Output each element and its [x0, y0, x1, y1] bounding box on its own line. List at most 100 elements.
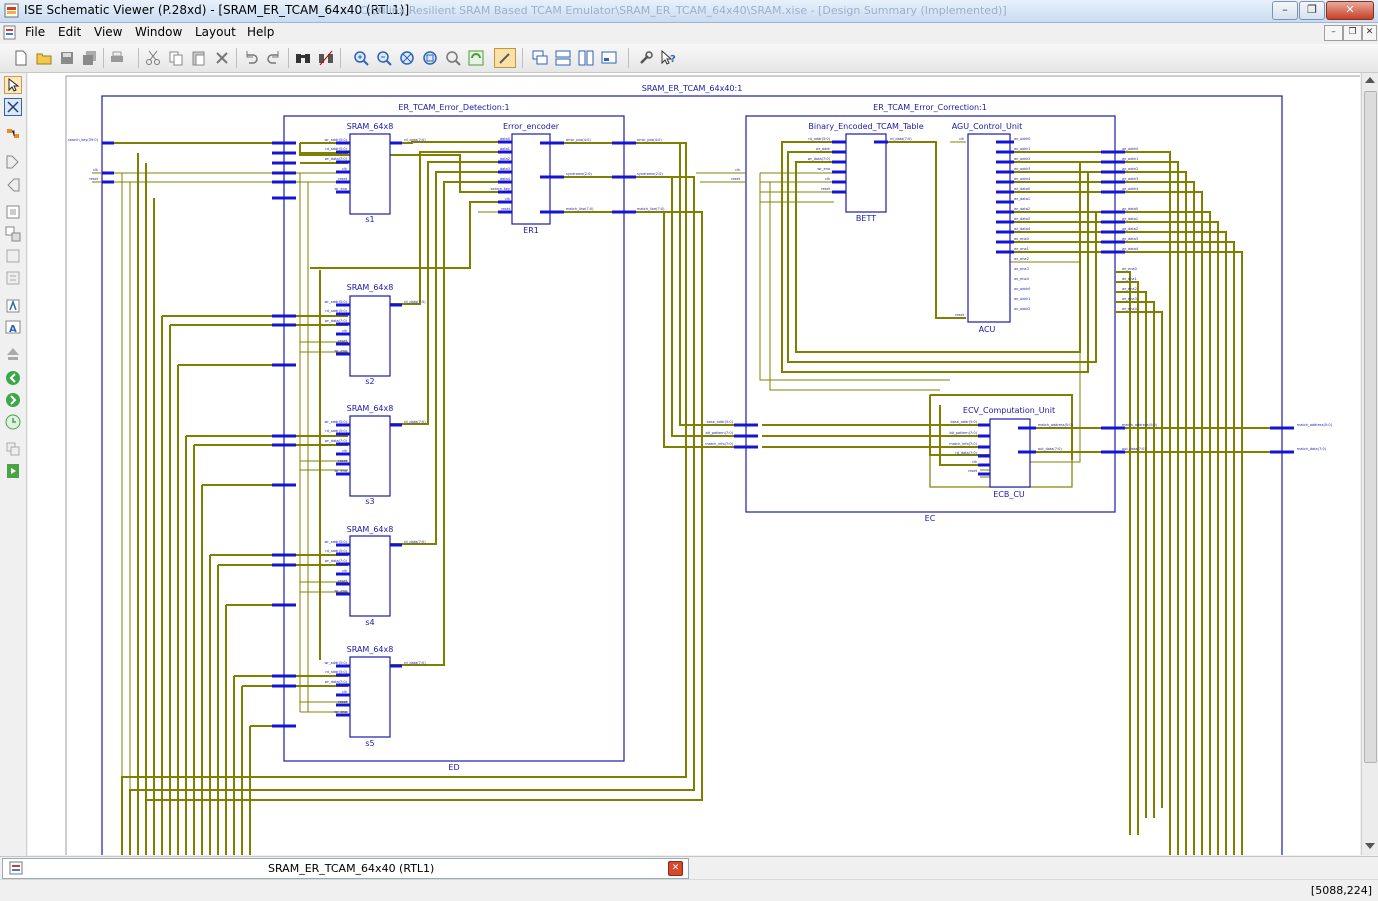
- encoder-output-pin-label: syndrome(2:0): [566, 172, 592, 176]
- tab-schematic[interactable]: SRAM_ER_TCAM_64x40 (RTL1) ✕: [2, 858, 689, 879]
- scroll-thumb[interactable]: [1364, 91, 1377, 763]
- sram-input-pin-label: reset: [338, 579, 347, 583]
- top-output-pin-label: match_address(5:0): [1297, 423, 1333, 427]
- menu-help[interactable]: Help: [247, 25, 275, 39]
- ecv-input-pin: [978, 472, 990, 476]
- ecv-input-pin-label: reset: [968, 469, 977, 473]
- expand-icon[interactable]: [4, 153, 22, 171]
- document-tab-bar: SRAM_ER_TCAM_64x40 (RTL1) ✕: [0, 856, 1378, 879]
- paste-icon[interactable]: [190, 49, 208, 67]
- redo-icon[interactable]: [265, 49, 283, 67]
- zoom-to-box-icon[interactable]: [421, 49, 439, 67]
- menu-window[interactable]: Window: [135, 25, 183, 39]
- sram-s1-type: SRAM_64x8: [347, 122, 394, 131]
- schematic-canvas[interactable]: SRAM_ER_TCAM_64x40:1 ER_TCAM_Error_Detec…: [28, 73, 1360, 855]
- top-module-boundary: [101, 95, 1283, 855]
- scroll-down-arrow[interactable]: [1365, 843, 1375, 849]
- zoom-selection-icon[interactable]: [444, 49, 462, 67]
- copy-icon[interactable]: [167, 49, 185, 67]
- symbol-icon[interactable]: [4, 247, 22, 265]
- cut-icon[interactable]: [144, 49, 162, 67]
- doc-close-button[interactable]: ✕: [1362, 25, 1377, 41]
- error-correction-instance: EC: [925, 514, 936, 523]
- history-icon[interactable]: [4, 413, 22, 431]
- pan-tool-icon[interactable]: [494, 48, 516, 68]
- ecv-input-pin-label: rd_data(7:0): [955, 451, 977, 455]
- sram-input-pin: [336, 713, 350, 717]
- doc-restore-button[interactable]: ❐: [1343, 25, 1362, 41]
- agu-output-pin: [996, 180, 1014, 184]
- zoom-in-icon[interactable]: [352, 49, 370, 67]
- delete-icon[interactable]: [213, 49, 231, 67]
- sram-s2-instance: s2: [365, 377, 374, 386]
- tile-horizontal-icon[interactable]: [554, 49, 572, 67]
- properties-wrench-icon[interactable]: [637, 49, 655, 67]
- sram-input-pin: [336, 472, 350, 476]
- doc-minimize-button[interactable]: –: [1324, 25, 1343, 41]
- up-level-icon[interactable]: [4, 345, 22, 363]
- save-icon[interactable]: [58, 49, 76, 67]
- hierarchy-icon[interactable]: [4, 269, 22, 287]
- ecv-output-pin: [1018, 450, 1036, 454]
- encoder-output-pin: [540, 175, 564, 179]
- zoom-out-icon[interactable]: [375, 49, 393, 67]
- sram-input-pin: [336, 452, 350, 456]
- close-button[interactable]: ✕: [1326, 1, 1374, 20]
- new-file-icon[interactable]: [12, 49, 30, 67]
- sram-input-pin: [336, 150, 350, 154]
- sram-s3-type: SRAM_64x8: [347, 404, 394, 413]
- ed-boundary-pin: [272, 483, 296, 487]
- ec-boundary-output-pin-label: wr_ena4: [1122, 307, 1138, 311]
- bett-input-pin-label: wr_ena: [817, 167, 830, 171]
- tile-vertical-icon[interactable]: [577, 49, 595, 67]
- context-help-icon[interactable]: ?: [659, 49, 677, 67]
- ec-boundary-output-pin-label: wr_addr0: [1122, 147, 1138, 151]
- app-icon: [4, 3, 19, 18]
- push-into-icon[interactable]: [4, 203, 22, 221]
- find-icon[interactable]: [294, 49, 312, 67]
- ed-boundary-pin: [272, 684, 296, 688]
- menu-view[interactable]: View: [94, 25, 123, 39]
- text-icon[interactable]: [4, 297, 22, 315]
- cascade-windows-icon[interactable]: [531, 49, 549, 67]
- run-icon[interactable]: [4, 462, 22, 480]
- sram-s5-instance: s5: [365, 739, 374, 748]
- copy-view-icon[interactable]: [4, 440, 22, 458]
- agu-output-pin: [996, 200, 1014, 204]
- ec-boundary-output-pin: [1101, 190, 1125, 194]
- menu-edit[interactable]: Edit: [58, 25, 82, 39]
- ec-boundary-input-pin: [734, 434, 758, 438]
- maximize-button[interactable]: ❐: [1299, 1, 1325, 20]
- print-icon[interactable]: [108, 49, 126, 67]
- find-next-icon[interactable]: [317, 49, 335, 67]
- select-arrow-icon[interactable]: [4, 76, 22, 94]
- add-instance-icon[interactable]: [4, 125, 22, 143]
- refresh-icon[interactable]: [467, 49, 485, 67]
- ed-output-pin: [612, 175, 636, 179]
- save-all-icon[interactable]: [81, 49, 99, 67]
- menu-file[interactable]: File: [25, 25, 46, 39]
- pin-labels: search_key(39:0)clkresetwr_addr(5:0)rd_a…: [68, 137, 1333, 714]
- attributes-icon[interactable]: A: [4, 318, 22, 336]
- menu-layout[interactable]: Layout: [195, 25, 236, 39]
- open-folder-icon[interactable]: [35, 49, 53, 67]
- ed-boundary-pin: [272, 151, 296, 155]
- sram-input-pin-label: clk: [342, 329, 348, 333]
- vertical-scrollbar[interactable]: [1361, 73, 1378, 855]
- scroll-up-arrow[interactable]: [1365, 77, 1375, 83]
- arrange-icons-icon[interactable]: [600, 49, 618, 67]
- undo-icon[interactable]: [242, 49, 260, 67]
- zoom-full-icon[interactable]: [398, 49, 416, 67]
- ecv-input-pin-label: base_addr(5:0): [951, 420, 978, 424]
- close-tab-icon[interactable]: ✕: [668, 861, 683, 876]
- forward-arrow-icon[interactable]: [4, 391, 22, 409]
- minimize-button[interactable]: –: [1272, 1, 1298, 20]
- toolbar: ?: [0, 44, 1378, 73]
- back-arrow-icon[interactable]: [4, 369, 22, 387]
- collapse-icon[interactable]: [4, 176, 22, 194]
- pop-out-icon[interactable]: [4, 225, 22, 243]
- sram-input-pin: [336, 170, 350, 174]
- ec-boundary-output-pin: [1101, 230, 1125, 234]
- net-select-icon[interactable]: [4, 98, 22, 116]
- ec-boundary-output-pin-label: wr_ena3: [1122, 297, 1137, 301]
